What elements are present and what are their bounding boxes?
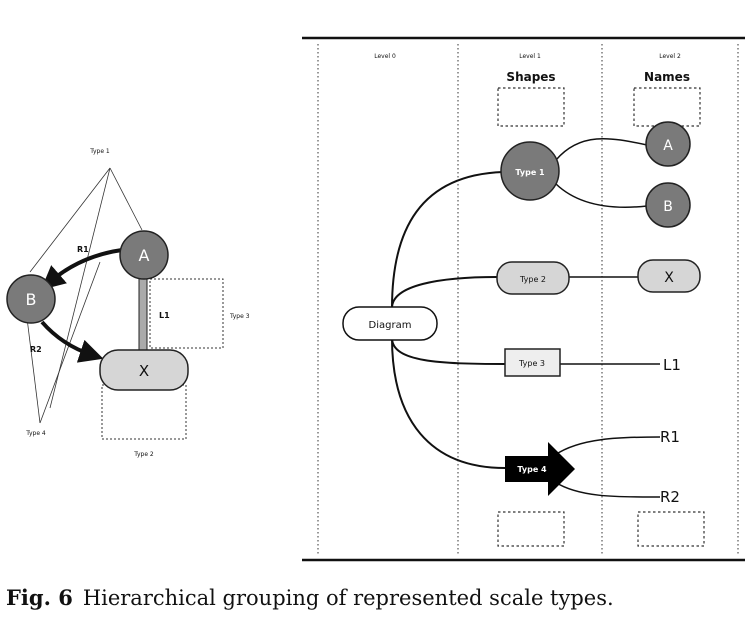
leaf-b-node [645, 182, 691, 228]
names-heading: Names [644, 70, 690, 84]
node-b-label: B [26, 290, 37, 309]
node-a-circle [119, 230, 169, 280]
leaf-r2-label: R2 [660, 488, 680, 506]
edge-label-l1: L1 [159, 311, 170, 320]
leaf-curves [554, 138, 661, 498]
node-x-shape [99, 349, 189, 391]
type3-node [504, 348, 561, 377]
node-a-label: A [139, 246, 150, 265]
caption-text: Hierarchical grouping of represented sca… [82, 586, 614, 610]
type2-dashed-box [101, 384, 187, 440]
leaf-x-node [637, 259, 701, 293]
type-label-2: Type 2 [133, 451, 154, 458]
figure-caption: Fig. 6 Hierarchical grouping of represent… [6, 585, 614, 610]
r2-arrow [40, 320, 104, 363]
type3-label: Type 3 [518, 359, 545, 368]
type2-label: Type 2 [519, 275, 546, 284]
root-node [342, 306, 438, 341]
column-separators [317, 44, 739, 555]
r1-arrow [40, 248, 123, 290]
root-label: Diagram [369, 320, 412, 331]
type1-node [500, 141, 560, 201]
right-diagram: Level 0 Level 1 Level 2 Shapes Names [302, 36, 745, 562]
leaf-l1-label: L1 [663, 356, 681, 374]
type1-outline [29, 167, 143, 409]
type2-node [496, 261, 570, 295]
root-curves [391, 171, 506, 469]
caption-label: Fig. 6 [6, 585, 73, 610]
figure-canvas: A B X R1 R2 L1 Type 1 Type 3 Type 4 Type… [6, 36, 745, 562]
l1-line [138, 276, 148, 354]
level-0-label: Level 0 [374, 53, 396, 60]
edge-label-r2: R2 [30, 345, 42, 354]
type3-dashed-box [149, 278, 224, 349]
level-2-label: Level 2 [659, 53, 681, 60]
type4-node [505, 442, 575, 496]
leaf-a-label: A [663, 138, 673, 154]
type4-label: Type 4 [517, 465, 547, 474]
node-x-label: X [139, 362, 149, 380]
type-label-4: Type 4 [25, 430, 46, 437]
leaf-x-label: X [664, 270, 674, 286]
leaf-r1-label: R1 [660, 428, 680, 446]
level-1-label: Level 1 [519, 53, 541, 60]
type-label-3: Type 3 [229, 313, 250, 320]
type1-label: Type 1 [515, 168, 545, 177]
leaf-a-node [645, 121, 691, 167]
type4-outline [26, 261, 101, 424]
shapes-heading: Shapes [506, 70, 555, 84]
leaf-b-label: B [663, 199, 673, 215]
left-diagram: A B X R1 R2 L1 Type 1 Type 3 Type 4 Type… [6, 148, 250, 458]
type-label-1: Type 1 [89, 148, 110, 155]
node-b-circle [6, 274, 56, 324]
edge-label-r1: R1 [77, 245, 89, 254]
